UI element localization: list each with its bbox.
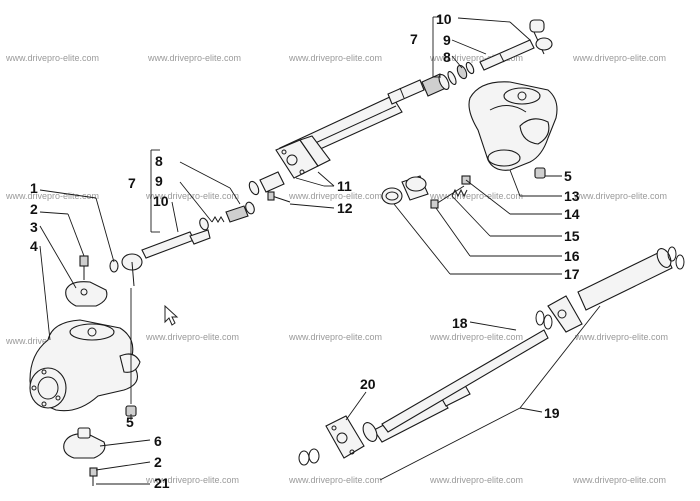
watermark: www.drivepro-elite.com [573,475,667,485]
watermark: www.drivepro-elite.com [289,191,383,201]
nut-and-washer-top [447,61,475,86]
steering-knuckle-left [29,319,141,412]
callout-13: 13 [564,188,580,204]
watermark: www.drivepro-elite.com [574,191,668,201]
callout-18: 18 [452,315,468,331]
watermark: www.drivepro-elite.com [146,191,240,201]
callout-1: 1 [30,180,38,196]
watermark: www.drivepro-elite.com [289,332,383,342]
watermark: www.drivepro-elite.com [430,53,524,63]
watermark: www.drivepro-elite.com [430,475,524,485]
callout-3: 3 [30,219,38,235]
callout-5: 5 [564,168,572,184]
tie-rod-end-top [479,19,553,71]
leader-lines [39,16,601,485]
callout-7: 7 [128,175,136,191]
o-rings [298,246,685,466]
callout-labels: 1 2 3 4 5 6 2 21 7 8 9 10 11 12 10 7 9 8… [30,11,580,491]
callout-2: 2 [30,201,38,217]
callout-16: 16 [564,248,580,264]
kingpin-cap-bottom [63,427,106,486]
callout-8: 8 [155,153,163,169]
callout-7: 7 [410,31,418,47]
callout-19: 19 [544,405,560,421]
bolt-and-spring [430,175,471,209]
callout-17: 17 [564,266,580,282]
bushing-and-washer [381,175,429,205]
callout-12: 12 [337,200,353,216]
screw-12 [267,191,291,203]
callout-21: 21 [154,475,170,491]
steering-cylinder-bottom [362,248,673,443]
watermark: www.drivepro-elite.com [430,191,524,201]
steering-knuckle-right [468,81,558,171]
callout-2: 2 [154,454,162,470]
callout-9: 9 [155,173,163,189]
callout-5: 5 [126,414,134,430]
watermark: www.drivepro-elite.com [430,332,524,342]
mouse-pointer-icon [164,304,179,326]
cylinder-end-block [248,135,331,196]
watermark: www.drivepro-elite.com [575,332,669,342]
watermark: www.drivepro-elite.com [146,475,240,485]
watermark: www.drivepro-elite.com [148,53,242,63]
callout-10: 10 [436,11,452,27]
callout-4: 4 [30,238,38,254]
callout-20: 20 [360,376,376,392]
callout-6: 6 [154,433,162,449]
callout-14: 14 [564,206,580,222]
callout-8: 8 [443,49,451,65]
tie-rod-left [109,201,255,287]
watermark: www.drivepro-elite.com [6,191,100,201]
watermark: www.drivepro-elite.com [573,53,667,63]
nut-5-right [534,167,546,179]
watermark: www.drivepro-elite.com [146,332,240,342]
watermark: www.drivepro-elite.com [289,53,383,63]
callout-9: 9 [443,32,451,48]
callout-15: 15 [564,228,580,244]
watermark: www.drivepro-elite.com [289,475,383,485]
callout-10: 10 [153,193,169,209]
cylinder-end-plate [325,415,365,459]
watermark: www.drivepro-elite.com [6,53,100,63]
callout-11: 11 [337,178,352,194]
